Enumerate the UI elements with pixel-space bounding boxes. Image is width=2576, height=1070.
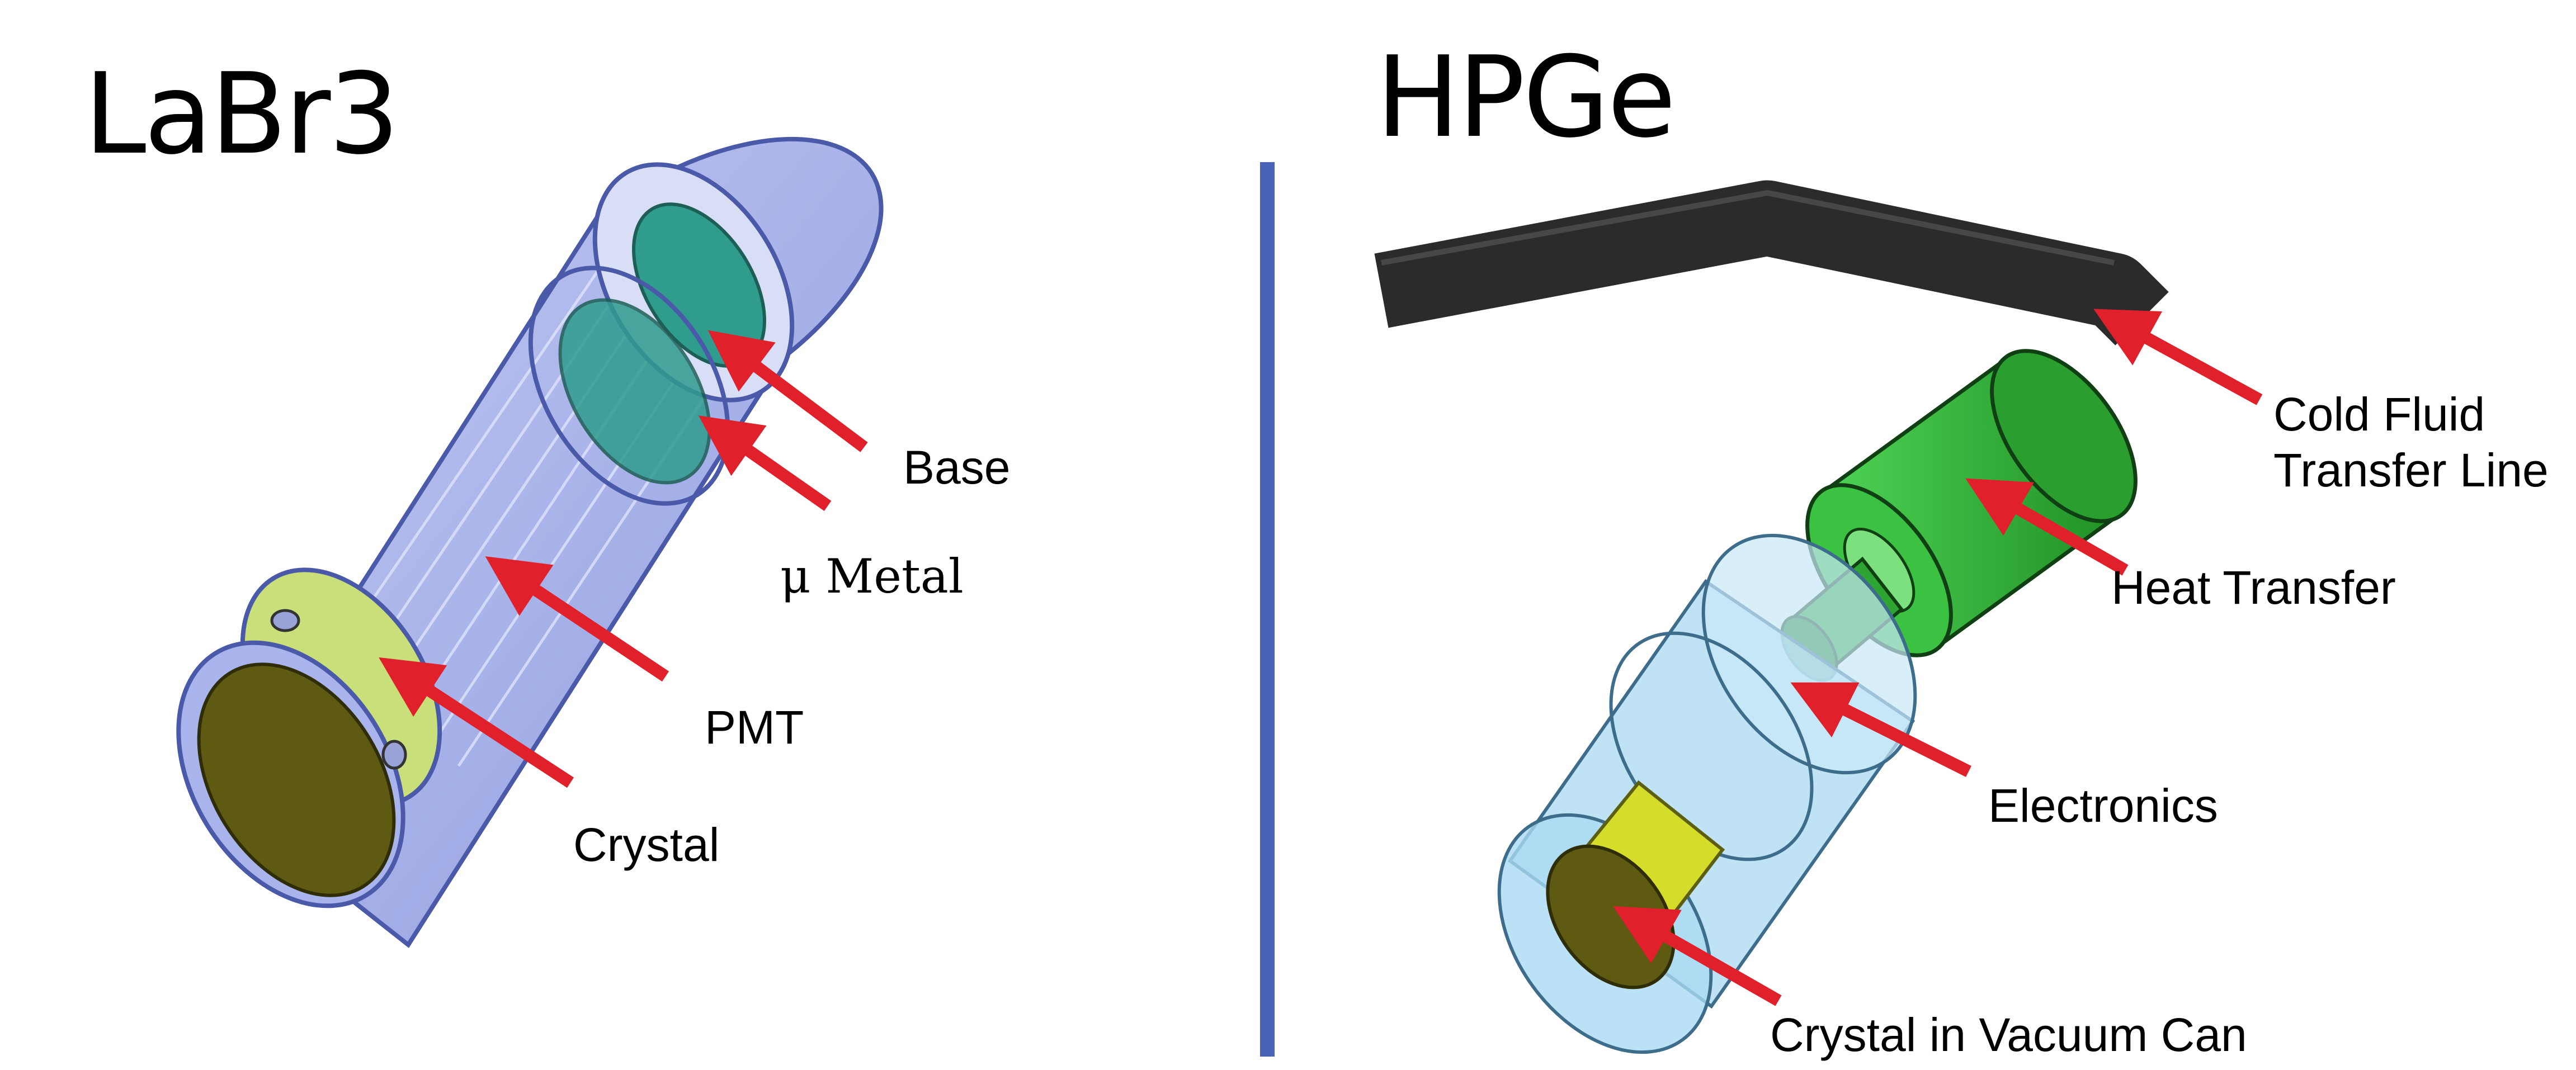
arrow-heat-transfer: [1965, 478, 2129, 576]
hpge-title: HPGe: [1376, 32, 1676, 163]
label-heat-transfer: Heat Transfer: [2111, 561, 2396, 614]
label-crystal: Crystal: [573, 818, 720, 871]
label-crystal-vacuum: Crystal in Vacuum Can: [1770, 1009, 2247, 1061]
label-cold-fluid-line1: Cold Fluid: [2273, 388, 2485, 441]
arrow-pmt: [485, 556, 669, 682]
arrow-mu-metal: [698, 415, 832, 512]
arrow-crystal-vacuum: [1613, 906, 1782, 1006]
divider: [1260, 162, 1275, 1057]
arrow-cold-fluid: [2093, 309, 2263, 405]
labr3-detector: [176, 136, 884, 948]
arrow-crystal: [379, 657, 574, 788]
arrow-electronics: [1790, 682, 1971, 777]
label-electronics: Electronics: [1988, 779, 2218, 832]
labr3-title: LaBr3: [84, 49, 400, 179]
label-base: Base: [903, 441, 1011, 494]
hpge-detector: [1374, 180, 2169, 1054]
label-cold-fluid-line2: Transfer Line: [2273, 444, 2549, 496]
arrow-base: [707, 330, 868, 452]
label-mu-metal: μ Metal: [780, 549, 964, 604]
label-pmt: PMT: [705, 701, 804, 754]
